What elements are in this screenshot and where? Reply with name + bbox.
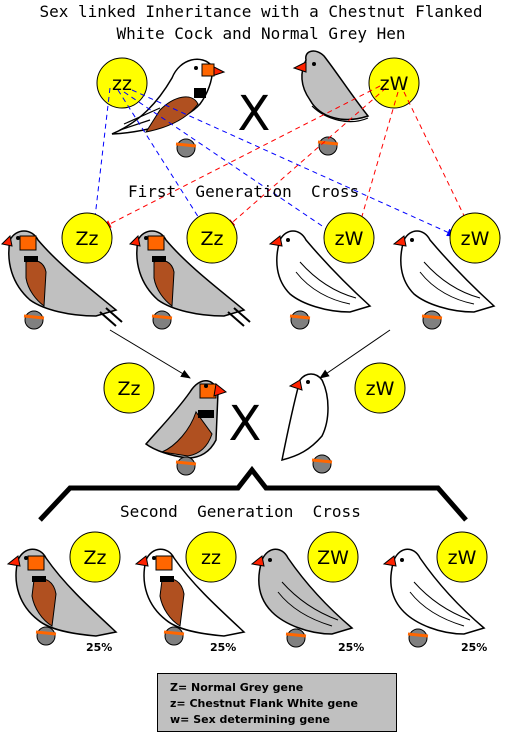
f2-genotype-4: zW [448,547,477,569]
parent-cross-symbol: X [238,86,271,142]
f2-gene-circle-4 [436,531,488,583]
f2-percent-4: 25% [461,641,488,654]
f1-bird-2 [128,230,251,330]
f2-bird-3 [250,548,354,648]
f1-cross-hen-genotype: zW [366,378,395,400]
f2-bird-2 [134,548,246,646]
parent-hen-genotype: zW [380,73,409,95]
f2-bird-4 [382,548,486,648]
title-line-1: Sex linked Inheritance with a Chestnut F… [39,2,483,21]
f1-gene-circle-4 [449,212,501,264]
f2-genotype-1: Zz [84,547,107,569]
f1-bird-1 [0,230,123,330]
inheritance-arrows [91,85,471,237]
f2-gene-circle-3 [307,531,359,583]
parent-cock-genotype: zz [112,73,132,95]
first-generation-label: First Generation Cross [128,182,360,201]
f1-cross-hen-gene-circle [354,362,406,414]
f1-to-f2-arrow-right [319,329,391,379]
f1-cross-cock-bird [144,380,228,476]
f2-percent-1: 25% [86,641,113,654]
f1-cross-cock-genotype: Zz [118,378,141,400]
second-generation-bracket [38,465,468,522]
f1-cross-cock-gene-circle [103,362,155,414]
f2-gene-circle-2 [185,531,237,583]
f1-cross-symbol: X [229,396,262,452]
f2-bird-1 [6,548,118,646]
f1-bird-3 [268,230,372,330]
f1-gene-circle-2 [186,212,238,264]
f1-gene-circle-1 [61,212,113,264]
f1-genotype-1: Zz [76,228,99,250]
f2-genotype-3: ZW [317,547,349,569]
f2-genotype-2: zz [201,547,221,569]
parent-cock-bird [111,58,226,158]
f1-gene-circle-3 [323,212,375,264]
f2-percent-2: 25% [210,641,237,654]
f1-cross-hen-bird [281,373,333,474]
f1-genotype-3: zW [335,228,364,250]
parent-hen-bird [292,50,370,156]
title-line-2: White Cock and Normal Grey Hen [116,24,406,43]
legend-line-1: Z= Normal Grey gene [170,681,304,694]
f1-to-f2-arrow-left [109,329,191,379]
f1-bird-4 [392,230,496,330]
f1-genotype-4: zW [461,228,490,250]
legend-line-3: w= Sex determining gene [170,713,330,726]
f1-genotype-2: Zz [201,228,224,250]
f2-gene-circle-1 [69,531,121,583]
f2-percent-3: 25% [338,641,365,654]
legend-line-2: z= Chestnut Flank White gene [170,697,358,710]
gene-legend: Z= Normal Grey gene z= Chestnut Flank Wh… [157,673,397,732]
second-generation-label: Second Generation Cross [120,502,361,521]
parent-hen-gene-circle [368,57,420,109]
parent-cock-gene-circle [96,57,148,109]
